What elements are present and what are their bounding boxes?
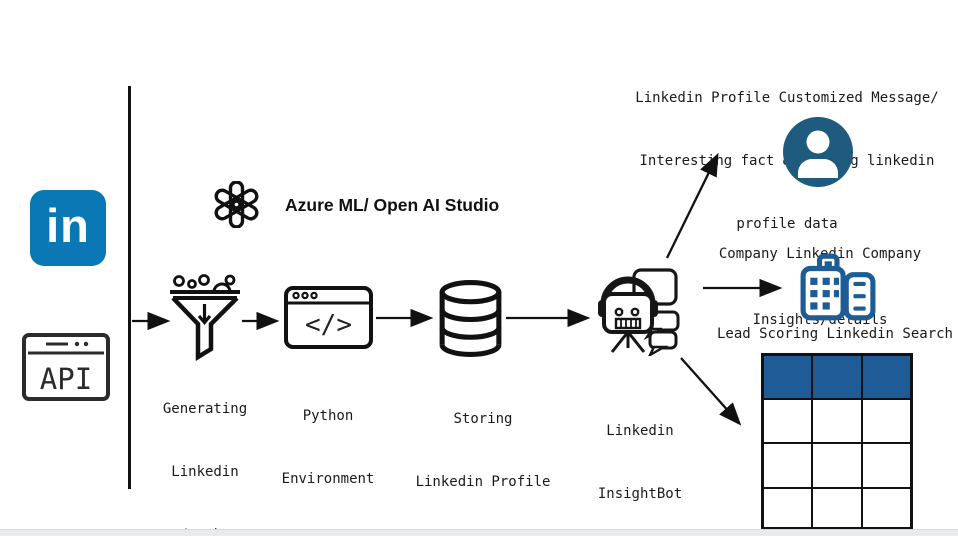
data-table [761,353,913,530]
code-window-icon: </> [284,286,373,349]
table-header-cell [764,356,812,398]
label-generating-leads: Generating Linkedin Leads [162,401,248,536]
lead-funnel-icon [168,270,242,362]
table-cell [813,400,861,442]
table-cell [764,444,812,487]
chatbot-icon [592,268,682,356]
label-storing-data: Storing Linkedin Profile & Company Data [415,411,551,490]
company-buildings-icon [799,253,877,323]
table-cell [862,400,910,442]
table-cell [813,489,861,527]
bottom-window-bar [0,529,958,536]
code-glyph: </> [305,310,352,340]
person-avatar-icon [782,116,854,188]
api-window-icon: API [22,333,110,401]
table-cell [862,444,910,487]
azure-openai-label: Azure ML/ Open AI Studio [285,195,500,215]
table-header-cell [862,356,910,398]
table-cell [813,444,861,487]
table-cell [764,489,812,527]
table-cell [764,400,812,442]
linkedin-logo-text: in [46,198,90,252]
label-python-environment: Python Environment [281,408,375,487]
vertical-divider-line [128,86,131,489]
label-lead-scoring: Lead Scoring Linkedin Search [716,326,953,342]
linkedin-logo: in [30,190,106,266]
table-cell [862,489,910,527]
table-header-cell [813,356,861,398]
openai-knot-icon [213,181,260,228]
api-icon-text: API [40,362,92,396]
profile-message-note: Linkedin Profile Customized Message/ Int… [635,90,939,232]
database-cylinder-icon [438,280,503,358]
label-linkedin-insightbot: Linkedin InsightBot [597,423,683,502]
